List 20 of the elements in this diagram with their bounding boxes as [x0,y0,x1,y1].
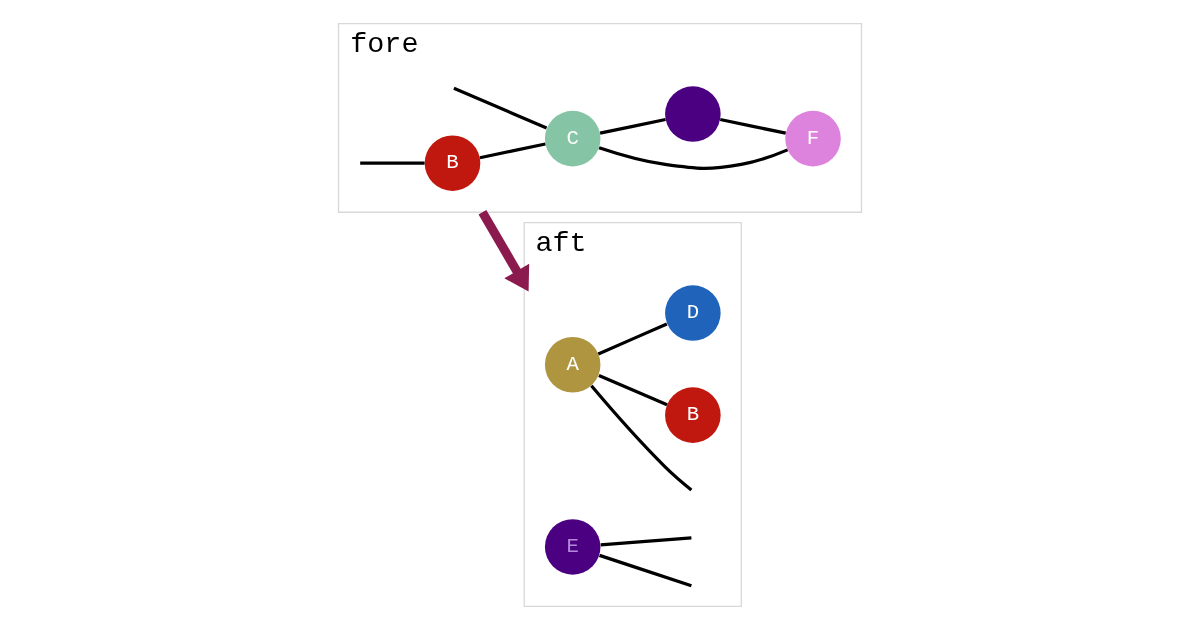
node-circle: B [424,135,481,191]
node-circle: A [544,336,601,393]
connector [360,161,425,165]
connector [598,373,668,407]
arrow [478,210,530,292]
node-circle: E [544,519,601,575]
connector [590,384,693,492]
connector [719,117,787,135]
connector [600,536,692,547]
node-circle: B [665,387,721,443]
connector [599,553,692,588]
node-circle [665,86,721,142]
node-circle: C [544,110,601,167]
connector [597,322,668,356]
connector [599,117,666,135]
connector [479,142,546,160]
connector [598,146,789,171]
node-circle: D [665,285,721,341]
connector [453,86,548,130]
node-circle: F [785,110,841,167]
